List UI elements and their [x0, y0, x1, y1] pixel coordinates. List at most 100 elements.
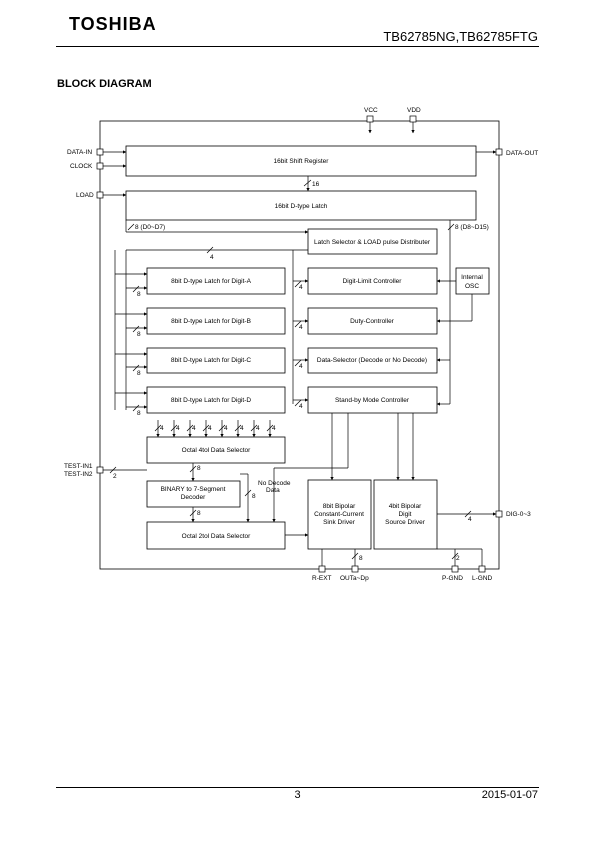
bus16-label: 16: [312, 181, 320, 188]
source-driver-label-3: Source Driver: [385, 519, 426, 526]
vdd-label: VDD: [407, 107, 421, 114]
no-decode-bus-label: 8: [252, 493, 256, 500]
revision-date: 2015-01-07: [481, 789, 538, 801]
bus-b1-label: 4: [192, 425, 196, 432]
latch-b-block: [146, 307, 286, 335]
clock-pin: [96, 162, 104, 170]
part-number: TB62785NG,TB62785FTG: [383, 29, 538, 44]
octal-2tol-label: Octal 2tol Data Selector: [182, 533, 251, 540]
latch-c-block: [146, 347, 286, 374]
data-in-label: DATA-IN: [67, 149, 92, 156]
l-gnd-label: L-GND: [472, 575, 493, 582]
source-driver-label-2: Digit: [398, 511, 411, 518]
latch-a-label: 8bit D-type Latch for Digit-A: [171, 278, 252, 285]
latch-b-label: 8bit D-type Latch for Digit-B: [171, 318, 251, 325]
duty-bus-label: 4: [299, 324, 303, 331]
latch-selector-label: Latch Selector & LOAD pulse Distributer: [314, 239, 431, 246]
digit-limit-bus-label: 4: [299, 284, 303, 291]
latch-input-wires: [115, 272, 148, 412]
r-ext-pin: [318, 565, 326, 573]
data-in-pin: [96, 148, 104, 156]
latch-a-bus-label: 8: [137, 291, 141, 298]
octal-2tol-block: [146, 521, 286, 550]
load-label: LOAD: [76, 192, 94, 199]
shift-register-block: [125, 145, 477, 177]
header-rule: [56, 46, 539, 47]
controller-wires: [292, 250, 309, 407]
duty-block: [307, 307, 438, 335]
standby-bus-label: 4: [299, 403, 303, 410]
bus-d1-label: 4: [256, 425, 260, 432]
vcc-pin: [366, 115, 374, 123]
data-selector-label: Data-Selector (Decode or No Decode): [317, 357, 427, 364]
bus-d2-label: 4: [272, 425, 276, 432]
osc-label-2: OSC: [465, 283, 479, 290]
vcc-label: VCC: [364, 107, 378, 114]
bus-c2-label: 4: [240, 425, 244, 432]
bus-c1-label: 4: [224, 425, 228, 432]
data-selector-bus-label: 4: [299, 363, 303, 370]
digit-limit-label: Digit-Limit Controller: [343, 278, 403, 285]
test-in2-label: TEST-IN2: [64, 471, 93, 478]
latch-d-label: 8bit D-type Latch for Digit-D: [171, 397, 252, 404]
out-label: OUTa~Dp: [340, 575, 369, 582]
latch-c-label: 8bit D-type Latch for Digit-C: [171, 357, 252, 364]
digit-limit-block: [307, 267, 438, 295]
latch-selector-block: [307, 228, 438, 255]
octal-4tol-block: [146, 436, 286, 464]
no-decode-label-2: Data: [266, 487, 280, 494]
binary-decoder-label-1: BINARY to 7-Segment: [161, 486, 226, 493]
dig-bus-label: 4: [468, 516, 472, 523]
octal-input-buses: [154, 420, 274, 438]
latch-b-bus-label: 8: [137, 331, 141, 338]
bus4-label: 4: [210, 254, 214, 261]
out-pin: [351, 565, 359, 573]
osc-block: [455, 267, 490, 295]
dig-label: DIG-0~3: [506, 511, 531, 518]
vdd-pin: [409, 115, 417, 123]
latch-d-block: [146, 386, 286, 414]
p-gnd-label: P-GND: [442, 575, 463, 582]
dtype-latch-block: [125, 190, 477, 221]
latch-a-block: [146, 267, 286, 295]
out-bus-label: 8: [359, 555, 363, 562]
l-gnd-pin: [478, 565, 486, 573]
d0-d7-label: 8 (D0~D7): [135, 224, 165, 231]
test-bus-label: 2: [113, 473, 117, 480]
duty-label: Duty-Controller: [350, 318, 395, 325]
binary-decoder-block: [146, 480, 241, 508]
data-out-pin: [495, 148, 503, 156]
test-in-pin: [96, 466, 104, 474]
bus-b2-label: 4: [208, 425, 212, 432]
source-driver-block: [373, 479, 438, 550]
osc-label-1: Internal: [461, 274, 483, 281]
bus-a1-label: 4: [160, 425, 164, 432]
footer-rule: [56, 787, 539, 788]
shift-register-label: 16bit Shift Register: [274, 158, 330, 165]
binary-decoder-label-2: Decoder: [181, 494, 206, 501]
standby-label: Stand-by Mode Controller: [335, 397, 410, 404]
data-selector-block: [307, 347, 438, 374]
p-gnd-pin: [451, 565, 459, 573]
dtype-latch-label: 16bit D-type Latch: [275, 203, 328, 210]
source-driver-label-1: 4bit Bipolar: [389, 503, 422, 510]
toshiba-logo: TOSHIBA: [69, 14, 157, 34]
no-decode-label-1: No Decode: [258, 480, 291, 487]
sink-driver-label-2: Constant-Current: [314, 511, 364, 518]
decoder-in-bus-label: 8: [197, 465, 201, 472]
standby-block: [307, 386, 438, 414]
sink-driver-block: [307, 479, 372, 550]
decoder-out-bus-label: 8: [197, 510, 201, 517]
sink-driver-label-1: 8bit Bipolar: [323, 503, 356, 510]
latch-d-bus-label: 8: [137, 410, 141, 417]
load-pin: [96, 191, 104, 199]
chip-outline: [99, 120, 500, 570]
section-title: BLOCK DIAGRAM: [57, 78, 152, 90]
dig-pin: [495, 510, 503, 518]
d8-d15-label: 8 (D8~D15): [455, 224, 489, 231]
octal-4tol-label: Octal 4tol Data Selector: [182, 447, 251, 454]
r-ext-label: R-EXT: [312, 575, 332, 582]
p-gnd-bus-label: 2: [456, 555, 460, 562]
page-number: 3: [294, 789, 301, 801]
